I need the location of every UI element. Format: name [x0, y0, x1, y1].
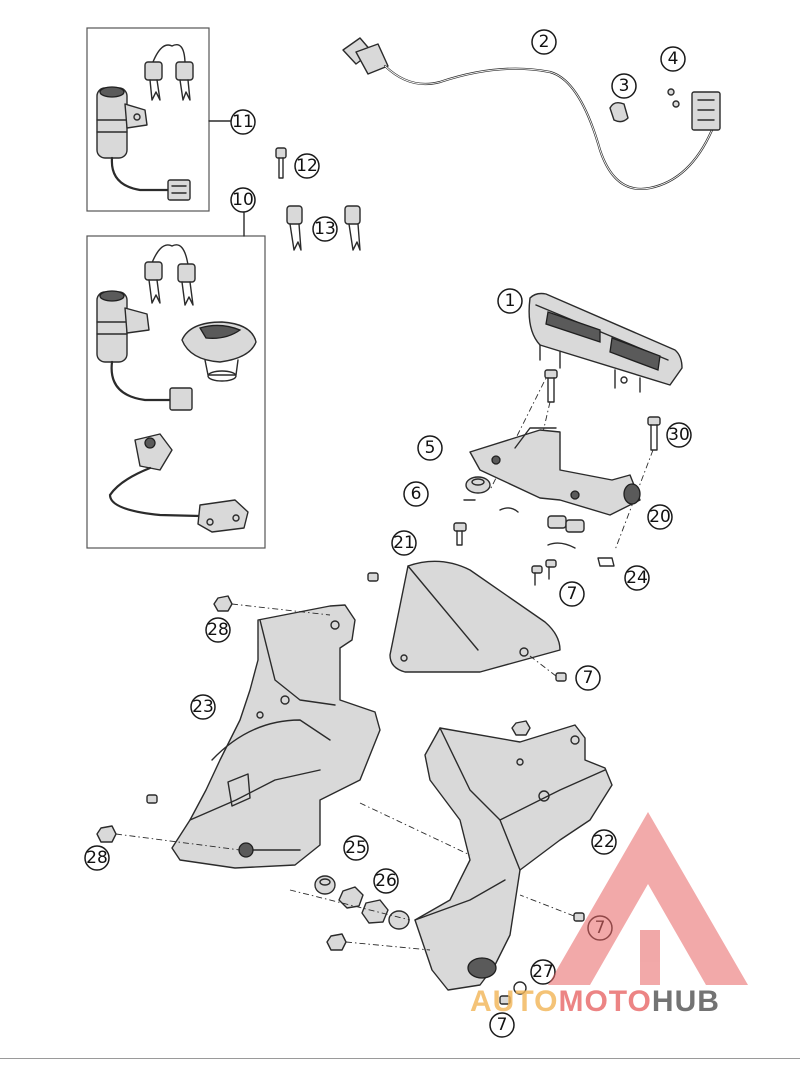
svg-text:26: 26 [375, 871, 397, 891]
svg-text:12: 12 [296, 156, 318, 176]
svg-text:23: 23 [192, 697, 214, 717]
callout-4: 4 [660, 46, 686, 72]
nut-22-upper [511, 720, 531, 736]
screw-7-bottom [499, 995, 511, 1005]
callout-26: 26 [373, 868, 399, 894]
ignition-lock-11 [96, 44, 194, 201]
callout-2: 2 [531, 29, 557, 55]
watermark-auto: AUTO [470, 985, 558, 1018]
screw-7-right [519, 894, 585, 922]
callout-1: 1 [497, 288, 523, 314]
spacer-26 [338, 886, 410, 930]
svg-text:6: 6 [411, 484, 422, 504]
watermark-triangle-icon [548, 812, 748, 985]
svg-text:7: 7 [567, 584, 578, 604]
grommets-24 [547, 515, 615, 567]
svg-text:2: 2 [539, 32, 550, 52]
svg-text:22: 22 [593, 832, 615, 852]
bolt-30 [647, 416, 661, 451]
screw-7-mid [529, 655, 567, 682]
instrument-cluster-1 [528, 292, 683, 393]
washer-27 [513, 981, 527, 995]
svg-text:7: 7 [583, 668, 594, 688]
screw-12 [275, 147, 287, 179]
callout-20: 20 [647, 504, 673, 530]
callout-13: 13 [312, 216, 338, 242]
callout-22: 22 [591, 829, 617, 855]
svg-text:20: 20 [649, 507, 671, 527]
group-box-10 [86, 235, 266, 549]
svg-text:30: 30 [668, 425, 690, 445]
svg-text:7: 7 [497, 1015, 508, 1035]
svg-text:3: 3 [619, 76, 630, 96]
watermark-text: AUTOMOTOHUB [470, 985, 720, 1018]
screw-6 [453, 499, 519, 546]
svg-text:4: 4 [668, 49, 679, 69]
callout-7b: 7 [575, 665, 601, 691]
nut-28-upper [213, 595, 331, 616]
callout-30: 30 [666, 422, 692, 448]
callout-7a: 7 [559, 581, 585, 607]
lock-set-10 [96, 244, 257, 533]
bracket-20 [469, 427, 641, 516]
svg-text:28: 28 [86, 848, 108, 868]
group-box-11 [86, 27, 210, 212]
bottom-divider [0, 1058, 800, 1059]
spacer-25 [314, 875, 336, 895]
right-fairing-22 [414, 724, 613, 991]
keys-13 [286, 205, 361, 251]
svg-text:11: 11 [232, 112, 254, 132]
callout-23: 23 [190, 694, 216, 720]
callout-11: 11 [230, 109, 256, 135]
svg-text:24: 24 [626, 568, 648, 588]
callout-28b: 28 [84, 845, 110, 871]
callout-28a: 28 [205, 617, 231, 643]
callout-3: 3 [611, 73, 637, 99]
svg-text:1: 1 [505, 291, 516, 311]
svg-text:10: 10 [232, 190, 254, 210]
callout-25: 25 [343, 835, 369, 861]
watermark-moto: MOTO [558, 985, 651, 1018]
left-fairing-23 [171, 604, 381, 869]
callout-6: 6 [403, 481, 429, 507]
watermark-hub: HUB [652, 985, 720, 1018]
callout-5: 5 [417, 435, 443, 461]
bolt-upper [544, 369, 558, 403]
svg-text:21: 21 [393, 533, 415, 553]
screws-7-upper [531, 559, 557, 586]
windscreen-21 [389, 560, 561, 673]
nut-bottom-left [326, 933, 431, 951]
svg-text:27: 27 [532, 962, 554, 982]
svg-text:25: 25 [345, 838, 367, 858]
svg-text:28: 28 [207, 620, 229, 640]
watermark-logo: AUTOMOTOHUB [470, 812, 748, 1018]
callout-27: 27 [530, 959, 556, 985]
callout-10: 10 [230, 187, 256, 213]
callout-21: 21 [391, 530, 417, 556]
svg-text:5: 5 [425, 438, 436, 458]
screw-21 [367, 572, 379, 582]
nut-28-lower [96, 825, 241, 851]
callout-12: 12 [294, 153, 320, 179]
screw-left [146, 794, 158, 804]
grommet-5 [465, 476, 491, 494]
svg-text:13: 13 [314, 219, 336, 239]
callout-24: 24 [624, 565, 650, 591]
callout-7d: 7 [489, 1012, 515, 1038]
sensor-cable-2 [342, 37, 721, 191]
